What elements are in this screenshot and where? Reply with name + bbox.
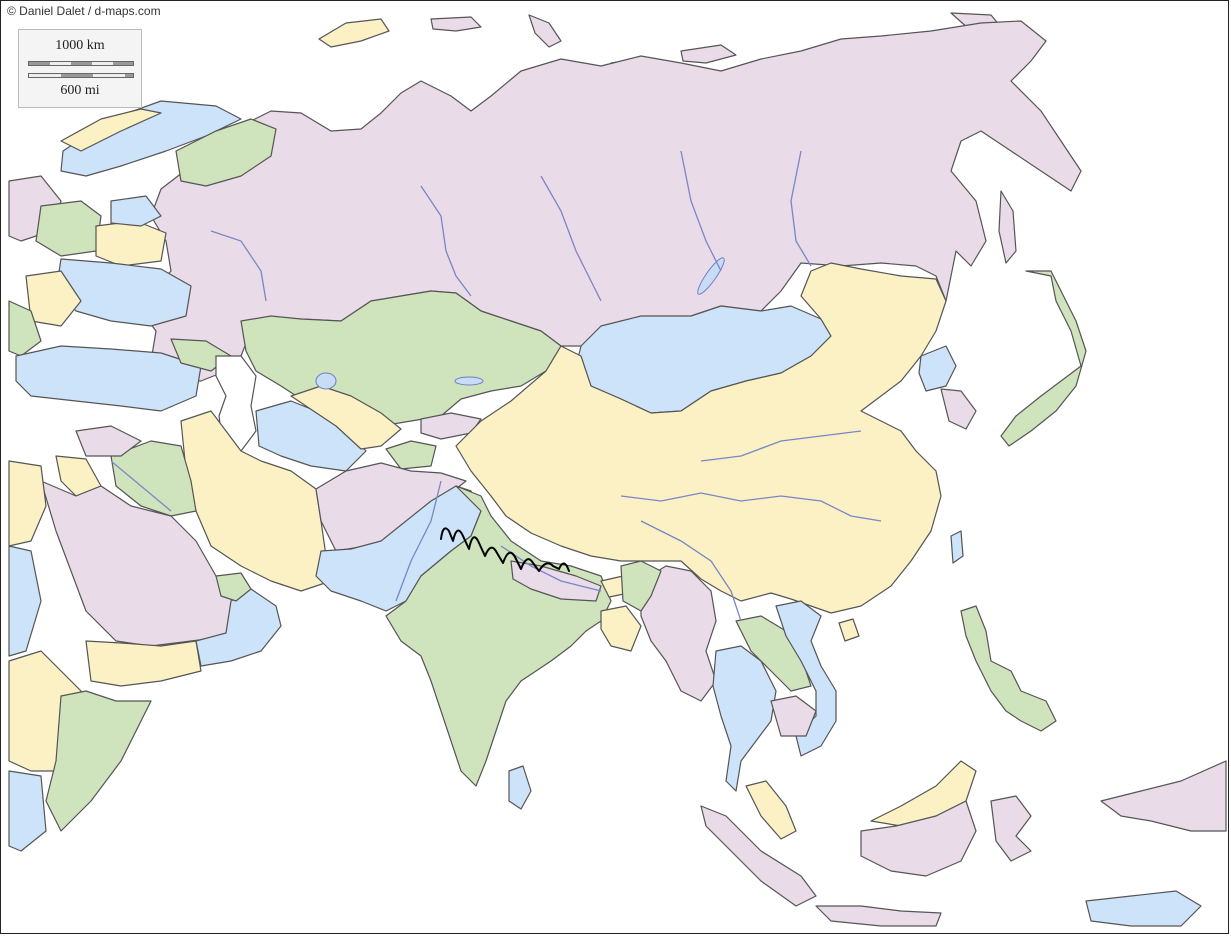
sri-lanka [508,765,532,810]
borneo-indonesia [860,800,977,877]
sudan-east [8,545,42,657]
river [420,185,472,297]
turkey [15,345,202,412]
river [680,150,722,272]
tajikistan [385,440,437,470]
baltics [110,195,162,227]
new-guinea [1100,760,1227,832]
turkmenistan [255,400,367,472]
uzbekistan [290,385,402,450]
arctic-island [680,44,737,64]
lake-balkhash [454,376,484,386]
aral-sea [315,372,337,390]
northeast-india [620,560,662,612]
arctic-island [318,18,390,48]
hainan [838,618,860,642]
south-korea [940,388,977,430]
river [540,175,602,302]
river [790,150,812,267]
norway-north [60,108,162,152]
river [500,545,602,592]
river [110,460,172,512]
scale-km-label: 1000 km [55,38,105,53]
river [620,492,882,522]
bangladesh [600,605,642,652]
vietnam [775,600,837,757]
sumatra [700,805,817,907]
finland [175,118,277,187]
thailand [712,645,777,792]
nepal [510,560,602,602]
uae [215,572,252,602]
balkans [8,300,42,357]
china [455,262,947,614]
river [210,230,267,302]
sulawesi [990,795,1032,862]
scale-legend: 1000 km 600 mi [18,29,142,108]
sakhalin [998,190,1017,264]
scale-bar-mi [28,73,134,78]
river [640,520,742,622]
river [700,430,862,462]
kenya [8,770,47,852]
hand-drawn-zigzag-annotation [440,527,570,572]
yemen [85,640,202,687]
philippines [960,605,1057,732]
java [815,905,942,927]
laos [735,615,812,692]
scale-bar-km [28,61,134,66]
map-credit: © Daniel Dalet / d-maps.com [7,4,161,18]
taiwan [950,530,964,564]
malaysia-peninsula [745,780,797,840]
egypt [8,460,47,547]
arctic-island [430,16,482,32]
syria [75,425,142,457]
north-korea [918,345,957,392]
lake-baikal [697,257,725,295]
poland [35,200,102,257]
somalia [45,690,152,832]
cambodia [770,695,817,737]
japan [1000,270,1087,447]
scale-mi-label: 600 mi [60,83,100,98]
belarus [95,220,167,267]
timor-islands [1085,890,1202,927]
oman [195,588,282,667]
iraq [110,440,197,517]
arctic-island [528,14,562,48]
river [395,480,442,602]
